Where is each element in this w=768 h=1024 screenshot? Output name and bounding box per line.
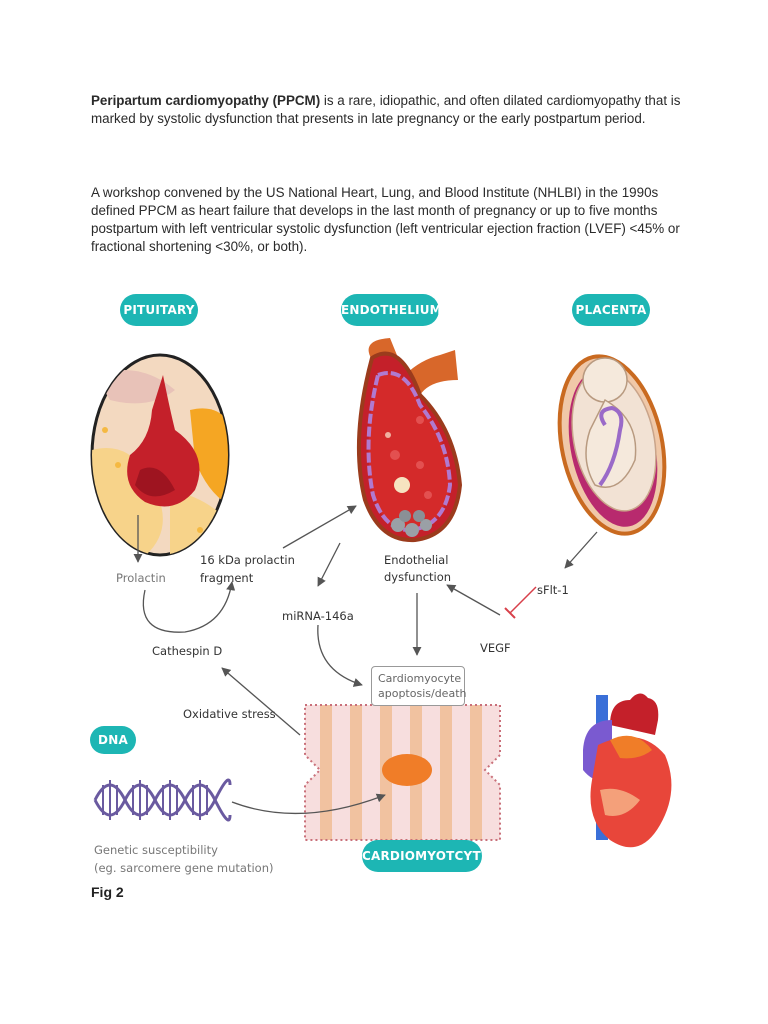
prolactin-fragment-label-line1: 16 kDa prolactin bbox=[200, 553, 295, 567]
endothelium-header: ENDOTHELIUM bbox=[341, 294, 442, 326]
vegf-inhibition-line bbox=[504, 586, 537, 619]
endothelium-illustration bbox=[356, 338, 463, 543]
intro-paragraph: Peripartum cardiomyopathy (PPCM) is a ra… bbox=[91, 92, 691, 128]
placenta-header: PLACENTA bbox=[572, 294, 650, 326]
cardiomyocyte-header: CARDIOMYOTCYTE bbox=[362, 840, 489, 872]
ppcm-figure: PITUITARY ENDOTHELIUM PLACENTA DNA CARDI… bbox=[0, 280, 768, 880]
apoptosis-box: Cardiomyocyte apoptosis/death bbox=[371, 666, 467, 706]
pituitary-illustration bbox=[90, 353, 230, 557]
oxidative-stress-label: Oxidative stress bbox=[183, 707, 276, 721]
vegf-label: VEGF bbox=[480, 641, 511, 655]
dna-helix-illustration bbox=[93, 778, 232, 822]
apoptosis-label-line2: apoptosis/death bbox=[378, 687, 467, 700]
pathway-arrows bbox=[133, 505, 598, 815]
intro-definition: is a rare, idiopathic, and often dilated… bbox=[91, 93, 681, 126]
genetic-label-line1: Genetic susceptibility bbox=[94, 843, 218, 857]
cardiomyocyte-illustration bbox=[304, 704, 501, 841]
endothelial-dysfunction-line1: Endothelial bbox=[384, 553, 449, 567]
figure-artwork bbox=[90, 338, 672, 848]
prolactin-fragment-label-line2: fragment bbox=[200, 571, 254, 585]
cathepsin-label: Cathespin D bbox=[152, 644, 223, 658]
prolactin-label: Prolactin bbox=[116, 571, 166, 585]
heart-illustration bbox=[583, 693, 672, 848]
genetic-label-line2: (eg. sarcomere gene mutation) bbox=[94, 861, 274, 875]
apoptosis-label-line1: Cardiomyocyte bbox=[378, 672, 462, 685]
pituitary-header: PITUITARY bbox=[120, 294, 198, 326]
endothelial-dysfunction-line2: dysfunction bbox=[384, 570, 452, 584]
workshop-paragraph: A workshop convened by the US National H… bbox=[91, 185, 680, 254]
dna-header: DNA bbox=[90, 726, 136, 754]
figure-caption: Fig 2 bbox=[91, 884, 124, 900]
intro-term: Peripartum cardiomyopathy (PPCM) bbox=[91, 93, 321, 108]
sflt1-label: sFlt-1 bbox=[537, 583, 569, 597]
placenta-illustration bbox=[557, 354, 667, 536]
mirna-label: miRNA-146a bbox=[282, 609, 354, 623]
